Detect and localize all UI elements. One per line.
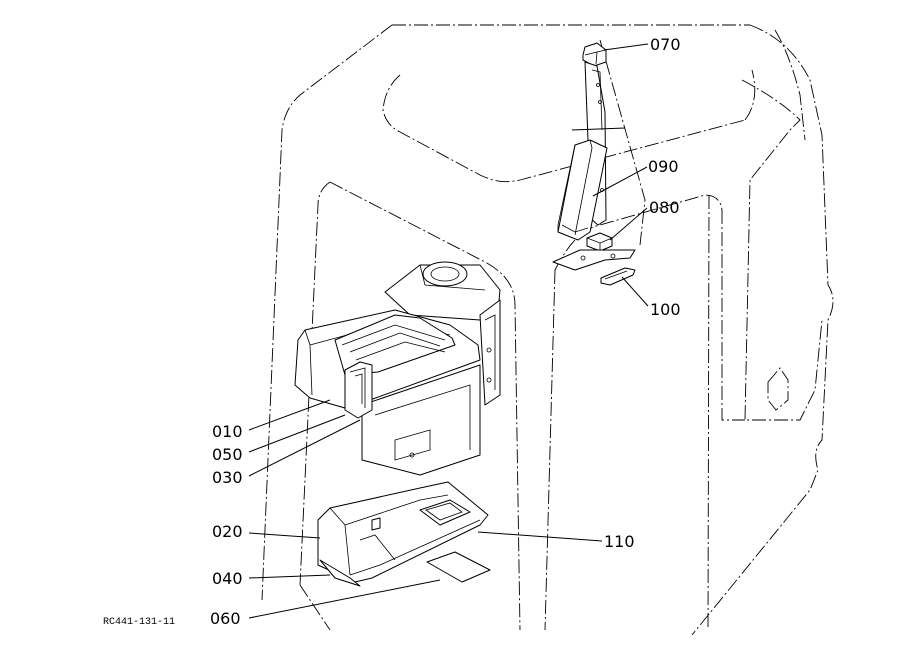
callout-020: 020 bbox=[212, 522, 243, 541]
callout-050: 050 bbox=[212, 445, 243, 464]
part-090-duct bbox=[557, 139, 608, 241]
part-100-pad bbox=[600, 267, 636, 286]
callout-100: 100 bbox=[650, 300, 681, 319]
callout-labels: 070 090 080 100 010 050 030 020 110 040 … bbox=[103, 35, 681, 628]
callout-040: 040 bbox=[212, 569, 243, 588]
callout-010: 010 bbox=[212, 422, 243, 441]
callout-110: 110 bbox=[604, 532, 635, 551]
callout-070: 070 bbox=[650, 35, 681, 54]
reference-code: RC441-131-11 bbox=[103, 617, 175, 628]
callout-030: 030 bbox=[212, 468, 243, 487]
part-060-pad bbox=[426, 551, 491, 583]
callout-060: 060 bbox=[210, 609, 241, 628]
leader-lines bbox=[248, 43, 649, 619]
cab-outline bbox=[261, 24, 834, 636]
part-020-tray bbox=[317, 481, 489, 587]
part-010-cover bbox=[294, 309, 481, 419]
part-080-block bbox=[552, 232, 636, 271]
callout-090: 090 bbox=[648, 157, 679, 176]
part-070-clip bbox=[582, 42, 607, 67]
aircon-housing bbox=[361, 261, 501, 476]
callout-080: 080 bbox=[649, 198, 680, 217]
